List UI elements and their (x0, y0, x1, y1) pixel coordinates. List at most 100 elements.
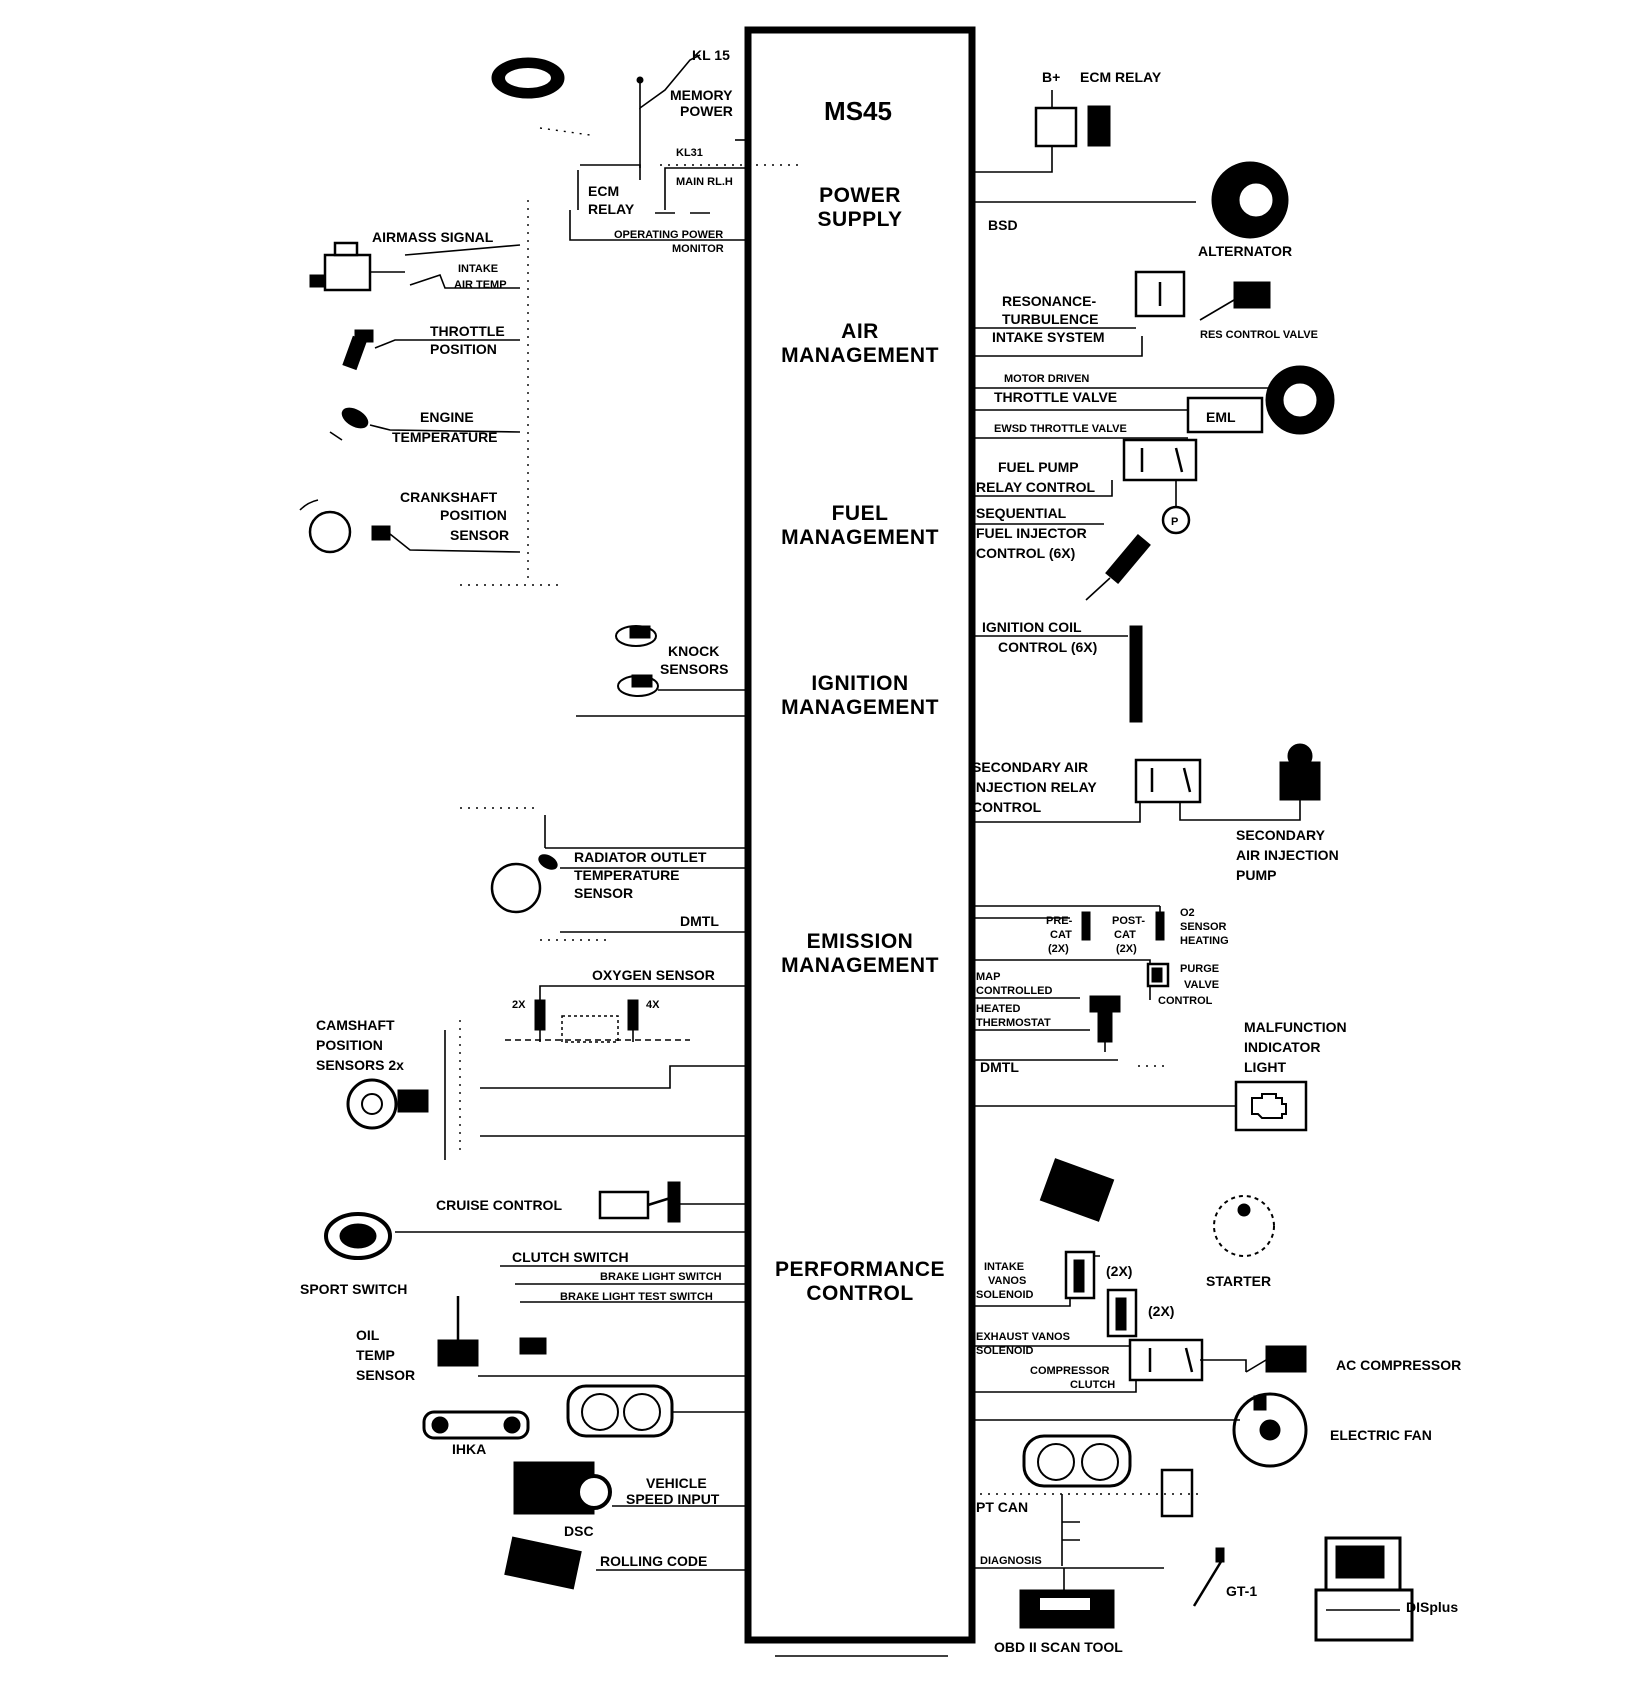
thermostat-icon (1089, 995, 1121, 1052)
egs-module-icon (1160, 1468, 1194, 1518)
operating-power-label-2: MONITOR (672, 243, 724, 255)
ms45-ecu-block (744, 26, 976, 1644)
post-cat-label-3: (2X) (1116, 943, 1137, 955)
memory-power-label-1: MEMORY (670, 87, 733, 103)
radiator-sensor-label-3: SENSOR (574, 885, 633, 901)
kl15-contact (636, 76, 644, 84)
ews-module-icon (504, 1536, 582, 1590)
ac-compressor-icon (1245, 1345, 1307, 1373)
pre-cat-label-2: CAT (1050, 929, 1072, 941)
section-air-line1: AIR (841, 320, 879, 343)
resonance-label-2: TURBULENCE (1002, 311, 1098, 327)
starter-label: STARTER (1206, 1273, 1271, 1289)
fuel-pump-symbol: P (1171, 516, 1178, 528)
oil-temp-sensor-icon (437, 1296, 547, 1367)
gt1-tester-icon (1192, 1547, 1225, 1607)
fuel-pump-relay-label-2: RELAY CONTROL (976, 479, 1095, 495)
knock-sensors-label-2: SENSORS (660, 661, 728, 677)
pt-can-label: PT CAN (976, 1499, 1028, 1515)
oxygen-sensor-label: OXYGEN SENSOR (592, 967, 715, 983)
compressor-clutch-label-2: CLUTCH (1070, 1379, 1115, 1391)
crankshaft-wire (389, 533, 521, 553)
engine-check-icon (1251, 1093, 1287, 1119)
sport-switch-icon (324, 1212, 392, 1260)
airmass-sensor-icon (309, 241, 405, 292)
count-2x-a: (2X) (1106, 1263, 1132, 1279)
engine-temp-sensor-icon (329, 407, 369, 441)
oxygen-count-a: 2X (512, 999, 526, 1011)
fuel-injector-label-3: CONTROL (6X) (976, 545, 1075, 561)
operating-power-wire (569, 210, 748, 241)
heated-thermostat-label-1: HEATED (976, 1003, 1020, 1015)
map-controlled-label-1: MAP (976, 971, 1000, 983)
ignition-coil-label-1: IGNITION COIL (982, 619, 1082, 635)
resonance-valve-caption: RES CONTROL VALVE (1200, 329, 1318, 341)
fuel-pump-relay-label-1: FUEL PUMP (998, 459, 1079, 475)
post-cat-sensor-icon (1155, 911, 1165, 941)
o2-heating-label-2: SENSOR (1180, 921, 1227, 933)
purge-valve-label-1: PURGE (1180, 963, 1219, 975)
crankshaft-label-2: POSITION (440, 507, 507, 523)
secondary-air-wire-2 (1179, 800, 1301, 821)
ignition-coil-icon (1129, 625, 1143, 723)
bsd-label: BSD (988, 217, 1018, 233)
key-signal-dots (539, 127, 591, 136)
crankshaft-label-3: SENSOR (450, 527, 509, 543)
camshaft-label-2: POSITION (316, 1037, 383, 1053)
fuel-pump-relay-wire (972, 480, 1113, 497)
ecm-relay-right-icon (1034, 105, 1111, 148)
gt1-label: GT-1 (1226, 1583, 1257, 1599)
knock-sensors-label-1: KNOCK (668, 643, 719, 659)
disp-tester-icon (1314, 1536, 1414, 1642)
pre-cat-sensor-icon (1081, 911, 1091, 941)
ecu-title: MS45 (824, 96, 892, 126)
starter-icon (1213, 1195, 1275, 1257)
oxygen-count-b: 4X (646, 999, 660, 1011)
compressor-relay-icon (1128, 1338, 1204, 1382)
alternator-label: ALTERNATOR (1198, 243, 1292, 259)
secondary-air-pump-label-2: AIR INJECTION (1236, 847, 1339, 863)
ac-compressor-wire (1200, 1359, 1247, 1372)
ihka-control-icon (422, 1410, 530, 1440)
crankshaft-label-1: CRANKSHAFT (400, 489, 498, 505)
kl31-label: KL31 (676, 147, 703, 159)
purge-valve-label-2: VALVE (1184, 979, 1219, 991)
camshaft-label-1: CAMSHAFT (316, 1017, 395, 1033)
purge-valve-icon (1146, 962, 1170, 988)
eml-box (1186, 396, 1264, 434)
ewsd-label: EWSD THROTTLE VALVE (994, 423, 1127, 435)
secondary-air-relay-label-2: INJECTION RELAY (972, 779, 1097, 795)
throttle-position-wire (374, 339, 520, 349)
eml-label: EML (1206, 409, 1236, 425)
o2-heating-label-1: O2 (1180, 907, 1195, 919)
scan-tool-screen (1040, 1598, 1090, 1610)
camshaft-sensor-icon (346, 1078, 429, 1130)
b-plus-label: B+ (1042, 69, 1060, 85)
resonance-label-3: INTAKE SYSTEM (992, 329, 1105, 345)
section-air-line2: MANAGEMENT (781, 344, 939, 367)
secondary-air-pump-icon (1279, 743, 1321, 801)
obd-scan-tool-label: OBD II SCAN TOOL (994, 1639, 1123, 1655)
ecm-relay-label-1: ECM (588, 183, 619, 199)
main-relay-wire (664, 167, 748, 210)
throttle-position-sensor-icon (342, 329, 374, 371)
mil-label-2: INDICATOR (1244, 1039, 1320, 1055)
resonance-relay-icon (1134, 270, 1186, 318)
intake-vanos-label-1: INTAKE (984, 1261, 1024, 1273)
oil-temp-label-1: OIL (356, 1327, 380, 1343)
radiator-sensor-icon (490, 854, 558, 914)
mil-label-3: LIGHT (1244, 1059, 1286, 1075)
o2-heating-label-3: HEATING (1180, 935, 1229, 947)
vehicle-speed-label-1: VEHICLE (646, 1475, 707, 1491)
intake-air-temp-wire (409, 273, 520, 289)
clutch-switch-label: CLUTCH SWITCH (512, 1249, 629, 1265)
brake-light-switch-label: BRAKE LIGHT SWITCH (600, 1271, 722, 1283)
ignition-coil-label-2: CONTROL (6X) (998, 639, 1097, 655)
section-power-line2: SUPPLY (817, 208, 902, 231)
electric-fan-label: ELECTRIC FAN (1330, 1427, 1432, 1443)
intake-air-temp-label-1: INTAKE (458, 263, 498, 275)
purge-valve-label-3: CONTROL (1158, 995, 1213, 1007)
resonance-label-1: RESONANCE- (1002, 293, 1096, 309)
kl15-label: KL 15 (692, 47, 730, 63)
